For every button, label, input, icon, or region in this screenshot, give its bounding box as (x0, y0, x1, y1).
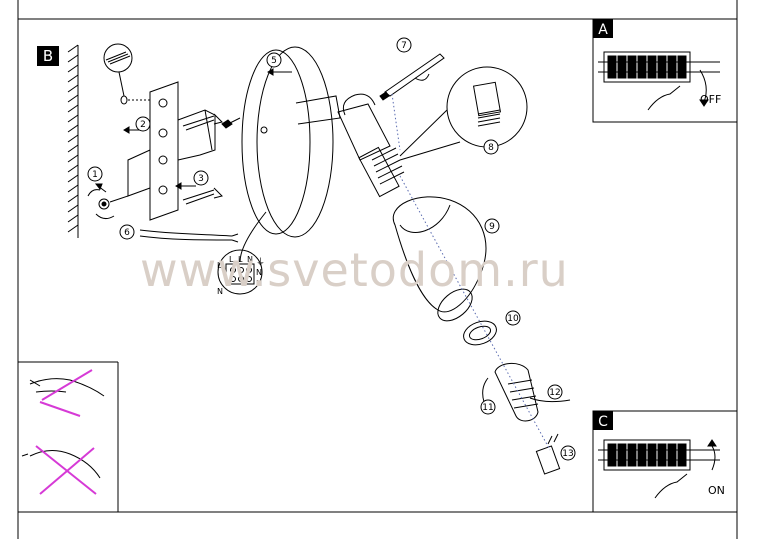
drill-bit-icon (103, 43, 152, 105)
retaining-ring (463, 320, 497, 346)
step-numbers (87, 37, 576, 461)
on-label: ON (708, 484, 725, 497)
wall-screws (182, 113, 241, 205)
step-9-label: 9 (489, 222, 495, 232)
step-2-label: 2 (140, 120, 146, 130)
no-touch-bulb-icon (21, 445, 101, 495)
terminal-right-letter-1: N (256, 268, 262, 277)
canopy-disc (241, 46, 341, 238)
step-10-label: 10 (507, 314, 519, 324)
step-3-label: 3 (198, 174, 204, 184)
step-1-bolt (87, 189, 129, 220)
ground-symbol: ⏚ (256, 257, 265, 268)
step-13-label: 13 (562, 449, 573, 459)
spot-head (337, 93, 405, 198)
terminal-top-letter-2: L (238, 255, 243, 264)
off-label: OFF (700, 93, 721, 106)
assembly-axis (391, 93, 551, 451)
mounting-plate (127, 81, 216, 221)
step-arrows (94, 68, 292, 193)
panel-a-letter: A (598, 22, 608, 38)
supply-wire (139, 229, 239, 243)
terminal-left-letter-2: N (217, 287, 223, 296)
step-5-label: 5 (271, 56, 277, 66)
step-11-label: 11 (482, 403, 493, 413)
terminal-right-letter-2: N (256, 279, 262, 288)
panel-b-letter: B (43, 47, 53, 65)
wall-hatching (67, 44, 79, 238)
g9-bulb (535, 433, 561, 475)
step-7-label: 7 (401, 41, 407, 51)
step-8-detail (399, 66, 528, 161)
panel-c-letter: C (598, 414, 608, 430)
step-7-pin (379, 53, 445, 101)
step-1-label: 1 (92, 170, 98, 180)
panel-a: A OFF (592, 18, 738, 123)
terminal-top-letter-1: L (229, 255, 234, 264)
step-6-label: 6 (124, 228, 130, 238)
step-8-label: 8 (488, 143, 494, 153)
breaker-panel-c (598, 439, 720, 499)
panel-c: C ON (592, 410, 738, 513)
breaker-panel-a (598, 51, 720, 111)
step-12-label: 12 (549, 388, 560, 398)
terminal-top-letter-3: N (247, 255, 253, 264)
terminal-left-letter-1: L (217, 261, 222, 270)
lamp-socket (482, 363, 571, 422)
panel-b-label: B (37, 46, 59, 66)
terminal-block (217, 211, 267, 295)
no-bare-hands-icon (29, 369, 105, 417)
glass-shade (392, 196, 487, 322)
